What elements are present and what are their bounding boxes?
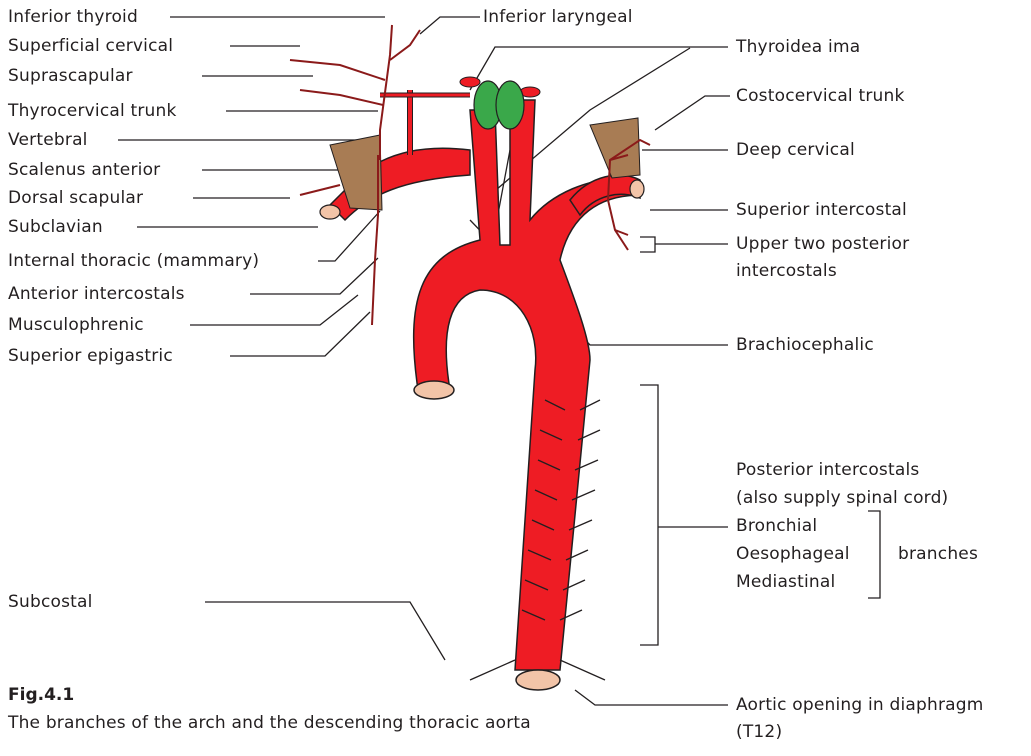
left-subclavian-artery [570,175,644,215]
label-upper-two-posterior-line2: intercostals [736,261,837,281]
label-aortic-opening: Aortic opening in diaphragm [736,695,984,715]
label-internal-thoracic: Internal thoracic (mammary) [8,251,259,271]
label-scalenus-anterior: Scalenus anterior [8,160,160,180]
label-brachiocephalic: Brachiocephalic [736,335,874,355]
label-also-supply-spinal-cord: (also supply spinal cord) [736,488,948,508]
label-vertebral: Vertebral [8,130,88,150]
figure-caption: The branches of the arch and the descend… [8,713,531,733]
label-t12: (T12) [736,722,782,742]
label-thyrocervical-trunk: Thyrocervical trunk [8,101,177,121]
label-inferior-laryngeal: Inferior laryngeal [483,7,633,27]
label-subcostal: Subcostal [8,592,93,612]
label-inferior-thyroid: Inferior thyroid [8,7,138,27]
label-costocervical-trunk: Costocervical trunk [736,86,905,106]
label-superior-epigastric: Superior epigastric [8,346,173,366]
label-branches: branches [898,544,978,564]
label-thyroidea-ima: Thyroidea ima [736,37,860,57]
label-superior-intercostal: Superior intercostal [736,200,907,220]
figure-number: Fig.4.1 [8,685,74,705]
label-musculophrenic: Musculophrenic [8,315,144,335]
thyroid-gland [474,81,524,129]
label-suprascapular: Suprascapular [8,66,133,86]
label-posterior-intercostals: Posterior intercostals [736,460,919,480]
label-deep-cervical: Deep cervical [736,140,855,160]
label-dorsal-scapular: Dorsal scapular [8,188,143,208]
label-subclavian: Subclavian [8,217,103,237]
label-upper-two-posterior: Upper two posterior [736,234,909,254]
label-mediastinal: Mediastinal [736,572,835,592]
label-superficial-cervical: Superficial cervical [8,36,173,56]
label-bronchial: Bronchial [736,516,817,536]
label-oesophageal: Oesophageal [736,544,850,564]
label-anterior-intercostals: Anterior intercostals [8,284,185,304]
